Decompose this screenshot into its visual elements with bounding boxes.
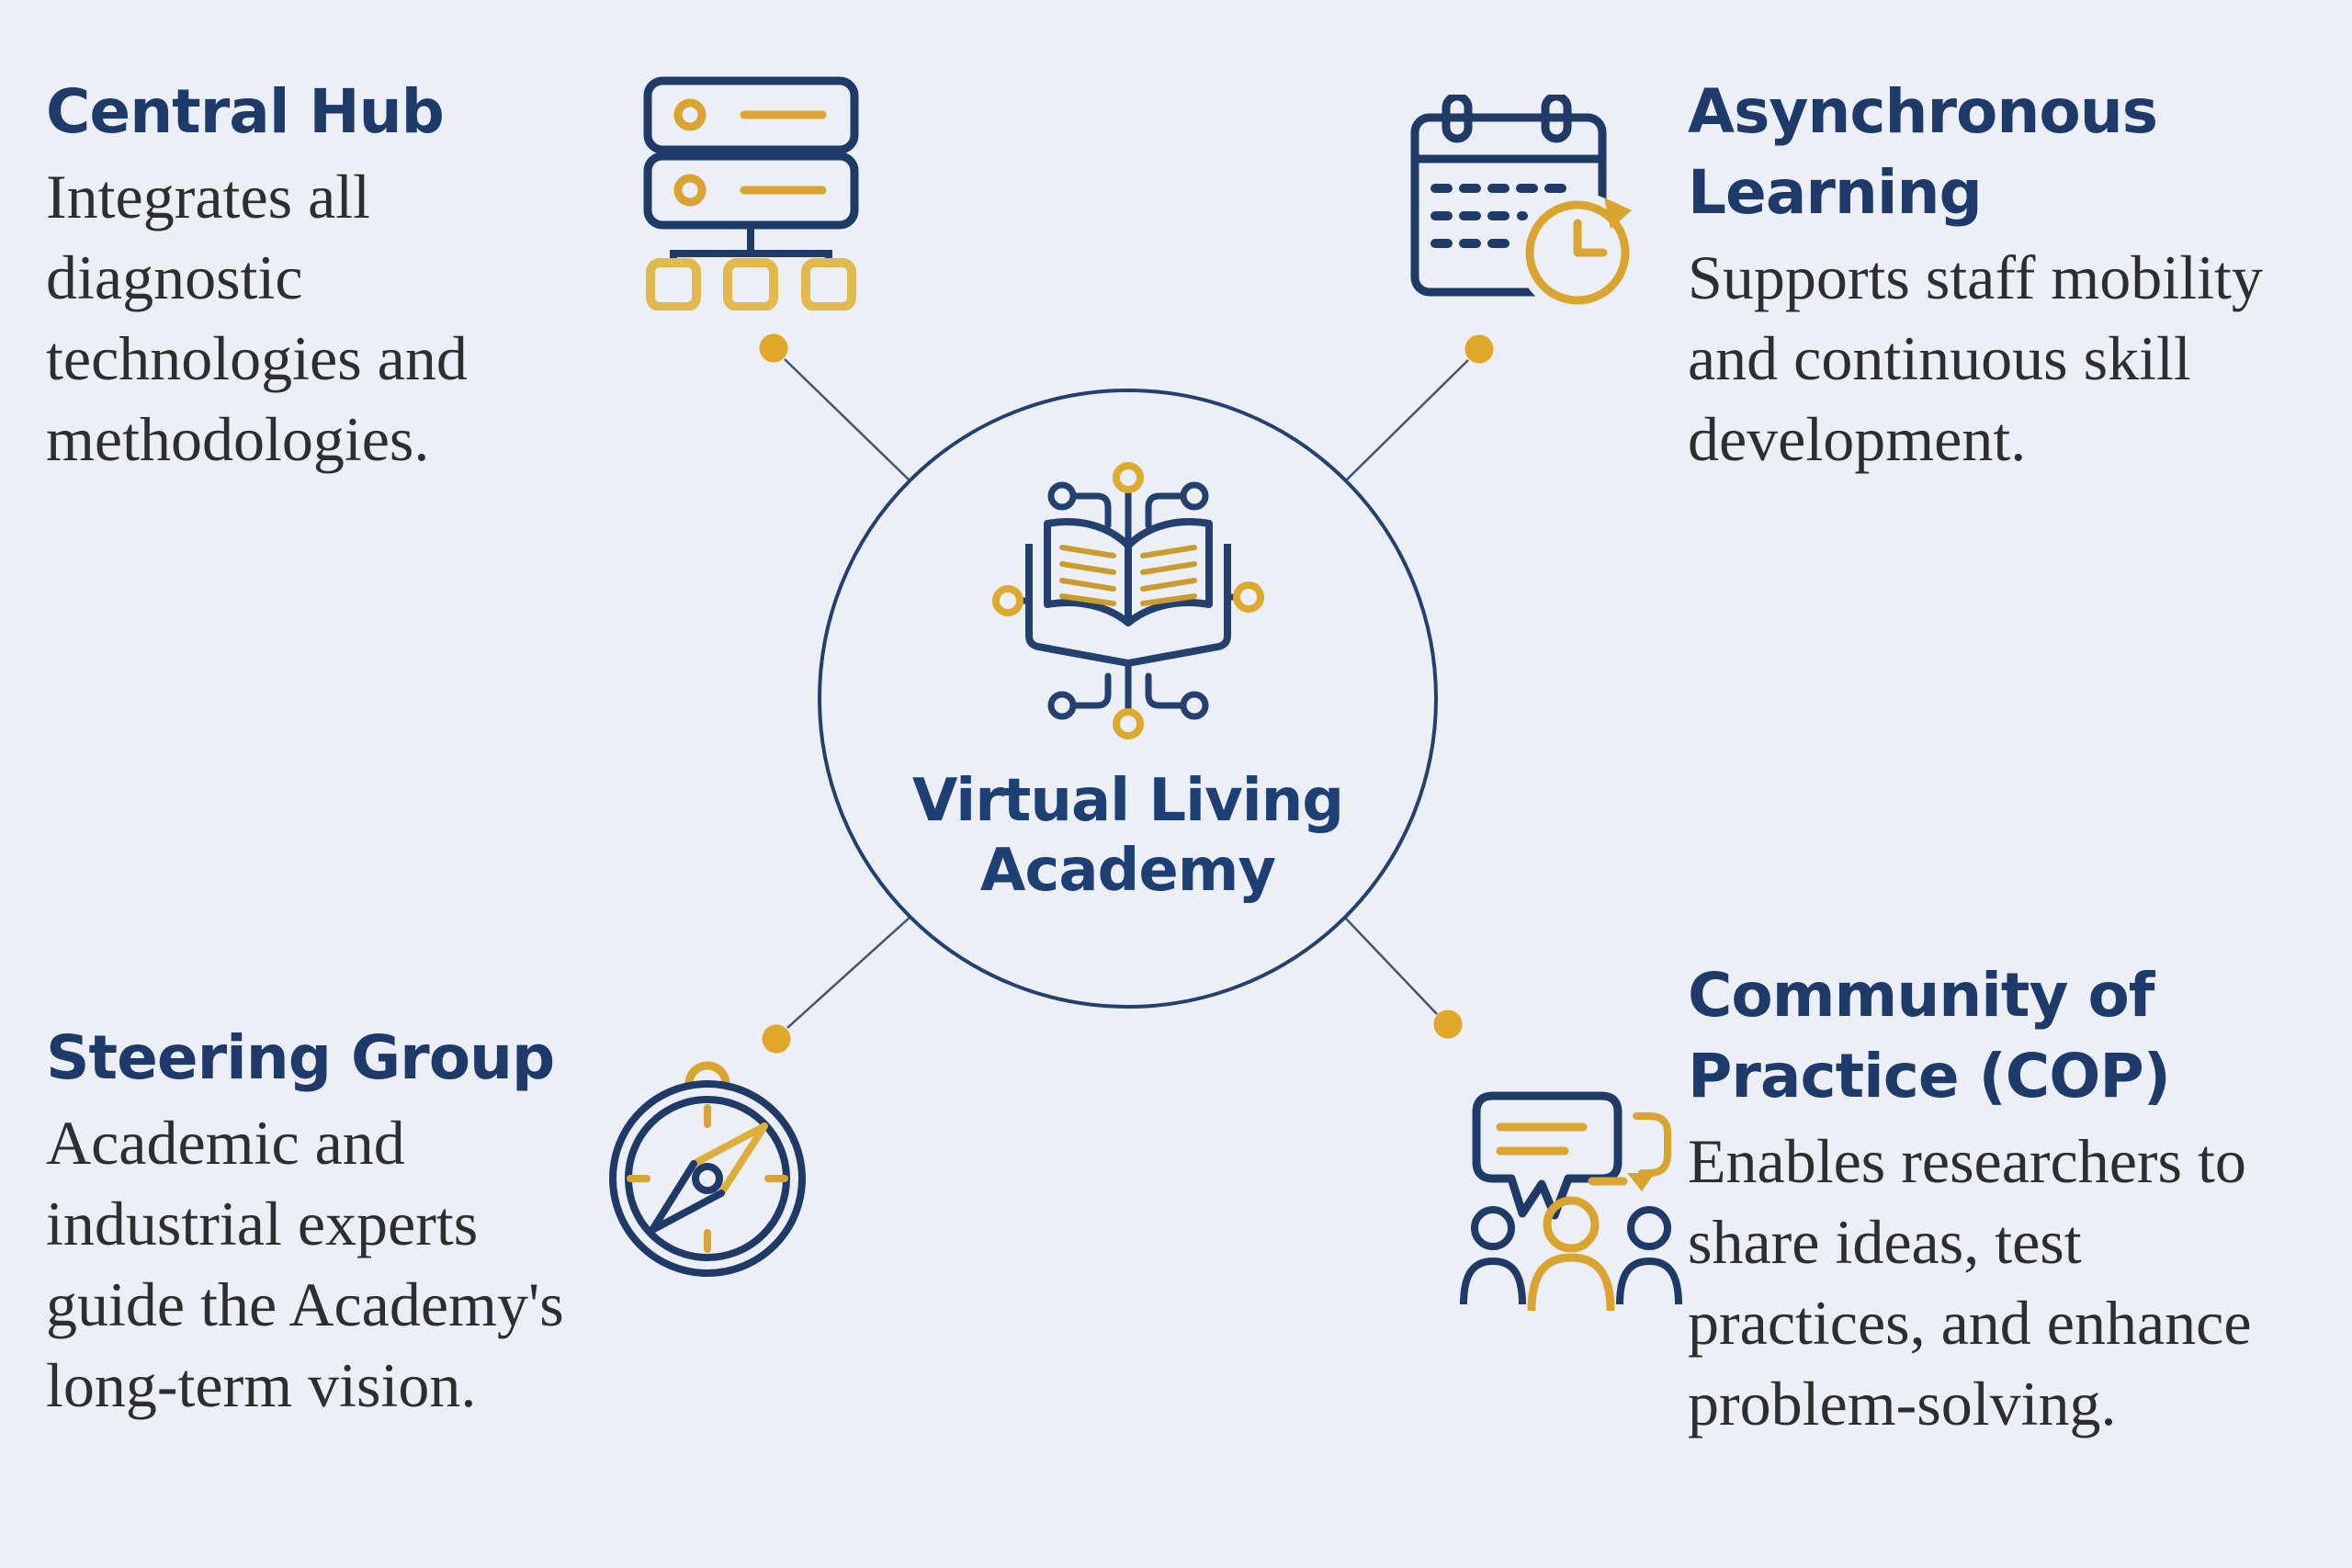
compass-icon [609, 1061, 806, 1277]
book-circuit-icon [992, 462, 1264, 739]
node-body-central-hub: Integrates all diagnostic technologies a… [46, 162, 468, 474]
node-body-asynchronous-learning: Supports staff mobility and continuous s… [1688, 243, 2263, 474]
node-steering-group: Steering Group Academic and industrial e… [46, 1018, 564, 1426]
node-title-steering-group: Steering Group [46, 1022, 555, 1093]
node-central-hub: Central Hub Integrates all diagnostic te… [46, 72, 468, 479]
connector-top-right [1344, 359, 1469, 482]
node-title-asynchronous-learning: Asynchronous Learning [1688, 76, 2158, 228]
node-body-community-of-practice: Enables researchers to share ideas, test… [1688, 1126, 2252, 1438]
node-asynchronous-learning: Asynchronous Learning Supports staff mob… [1688, 72, 2263, 479]
node-body-steering-group: Academic and industrial experts guide th… [46, 1108, 564, 1420]
connector-dot-top-right [1464, 334, 1494, 364]
server-network-icon [643, 76, 859, 310]
connector-dot-top-left [759, 333, 788, 363]
node-title-community-of-practice: Community of Practice (COP) [1688, 960, 2171, 1111]
calendar-clock-icon [1410, 95, 1638, 313]
connector-dot-bottom-left [762, 1024, 791, 1054]
node-community-of-practice: Community of Practice (COP) Enables rese… [1688, 955, 2252, 1444]
connector-top-left [784, 358, 911, 482]
connector-bottom-right [1344, 917, 1438, 1015]
node-title-central-hub: Central Hub [46, 76, 445, 147]
connector-bottom-left [786, 916, 911, 1029]
community-chat-icon [1460, 1091, 1682, 1312]
connector-dot-bottom-right [1433, 1010, 1463, 1039]
central-title: Virtual Living Academy [911, 767, 1344, 905]
